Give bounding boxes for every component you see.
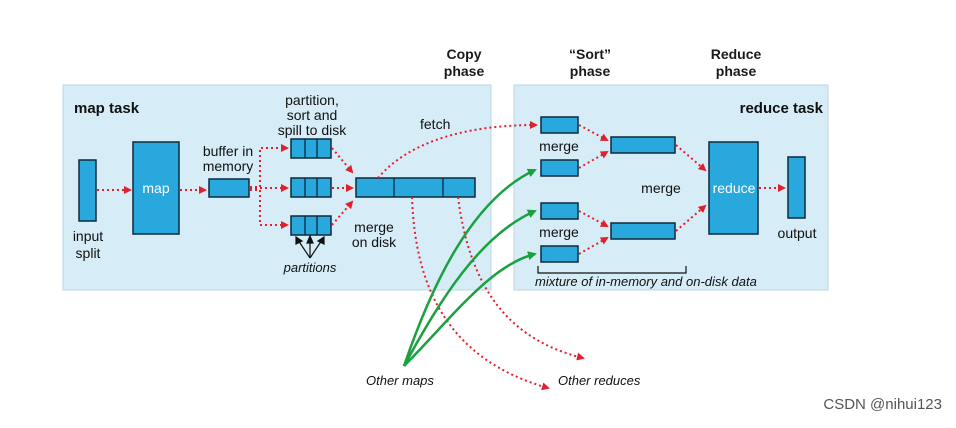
sort-phase-label-1: “Sort” — [569, 46, 611, 62]
merge-on-disk-label-1: merge — [354, 219, 394, 235]
merged-map-output — [355, 177, 476, 198]
mixture-bracket — [537, 266, 687, 274]
spill-file-3 — [290, 215, 332, 236]
mixture-label: mixture of in-memory and on-disk data — [535, 274, 757, 289]
merge-bottom-label: merge — [539, 224, 579, 240]
partition-label-2: sort and — [287, 107, 338, 123]
reduce-input-1 — [540, 116, 579, 134]
sort-phase-label-2: phase — [570, 63, 611, 79]
partition-label-3: spill to disk — [278, 122, 347, 138]
merge-top-label: merge — [539, 138, 579, 154]
map-label: map — [142, 180, 169, 196]
reduce-input-2 — [540, 159, 579, 177]
reduce-input-3 — [540, 202, 579, 220]
reduce-label: reduce — [713, 180, 756, 196]
partition-label-1: partition, — [285, 92, 339, 108]
map-box — [132, 141, 180, 235]
partitions-pointer-arrows — [295, 234, 325, 259]
spill-file-2 — [290, 177, 332, 198]
reduce-phase-label-2: phase — [716, 63, 757, 79]
fetch-label: fetch — [420, 116, 450, 132]
other-maps-green-arrows — [402, 168, 537, 367]
buffer-label-2: memory — [203, 158, 254, 174]
other-maps-label: Other maps — [366, 373, 434, 388]
input-split-box — [78, 159, 97, 222]
merged-segment-bottom — [610, 222, 676, 240]
reduce-phase-label-1: Reduce — [711, 46, 762, 62]
fetch-and-other-reduces-arrows — [377, 121, 585, 391]
copy-phase-label-1: Copy — [447, 46, 482, 62]
input-split-label-1: input — [73, 228, 103, 244]
copy-phase-label-2: phase — [444, 63, 485, 79]
reduce-input-4 — [540, 245, 579, 263]
merge-middle-label: merge — [641, 180, 681, 196]
merge-on-disk-label-2: on disk — [352, 234, 397, 250]
reduce-task-title: reduce task — [740, 100, 824, 117]
input-split-label-2: split — [76, 245, 101, 261]
map-task-title: map task — [74, 100, 140, 117]
output-box — [787, 156, 806, 219]
reduce-task-red-arrows — [578, 124, 786, 255]
reduce-box — [708, 141, 759, 235]
map-task-red-arrows — [97, 144, 354, 229]
csdn-watermark: CSDN @nihui123 — [823, 396, 942, 413]
spill-file-1 — [290, 138, 332, 159]
output-label: output — [778, 225, 817, 241]
other-reduces-label: Other reduces — [558, 373, 641, 388]
partitions-label: partitions — [283, 260, 337, 275]
buffer-label-1: buffer in — [203, 143, 253, 159]
merged-segment-top — [610, 136, 676, 154]
buffer-in-memory-box — [208, 178, 250, 198]
